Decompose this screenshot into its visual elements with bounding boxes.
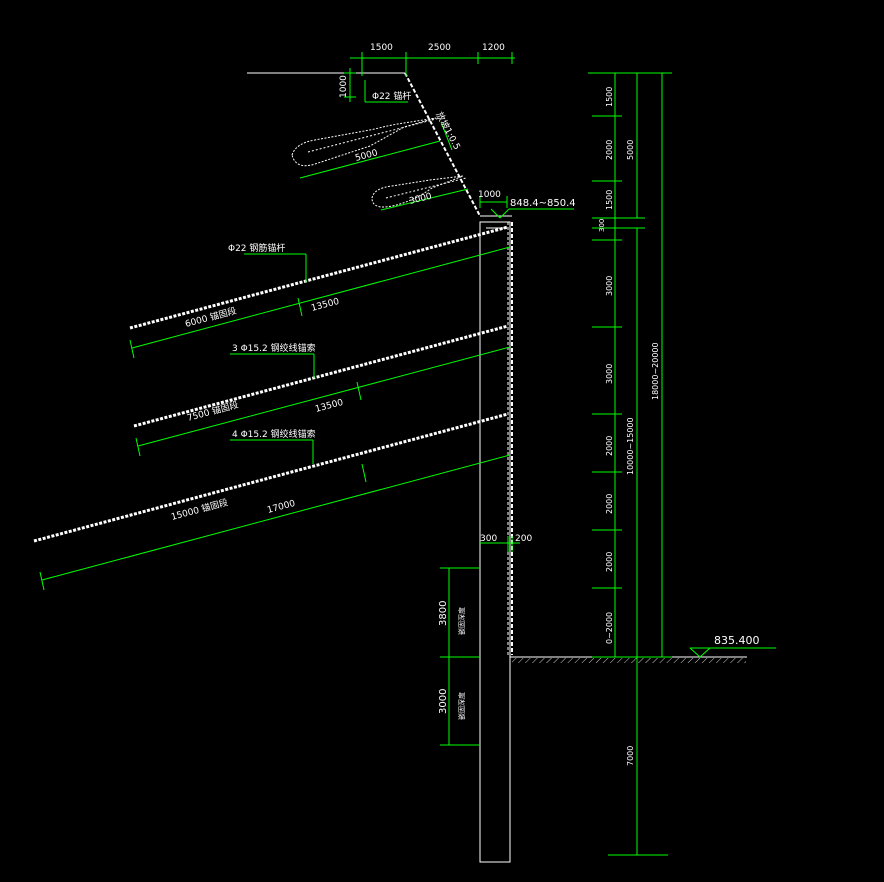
soil-nail-upper	[291, 117, 437, 167]
embed-upper-note: 嵌固深度	[457, 607, 466, 635]
pile	[479, 221, 511, 863]
ground-elevation: 835.400	[714, 634, 760, 647]
upper-anchor-length: 5000	[354, 148, 379, 164]
right-seg-10: 0~2000	[605, 612, 614, 644]
right-seg-9: 2000	[605, 552, 614, 572]
anchor-rod-1	[129, 225, 509, 330]
right-seg-6: 3000	[605, 364, 614, 384]
anchor-1-free: 6000 锚固段	[184, 305, 238, 330]
slope-ratio: 放坡1:0.5	[433, 110, 463, 152]
top-dim-3: 1200	[482, 43, 505, 53]
right-seg-5: 3000	[605, 276, 614, 296]
cap-dim: 1000	[339, 75, 349, 98]
anchor-2-total: 13500	[314, 398, 345, 415]
top-dim-2: 2500	[428, 43, 451, 53]
embed-lower: 3000	[438, 689, 449, 714]
right-seg-2: 2000	[605, 140, 614, 160]
right-seg-8: 2000	[605, 494, 614, 514]
crest-dim: 1000	[478, 190, 501, 200]
right-upper-total: 5000	[626, 140, 635, 160]
anchor-1-label: Φ22 钢筋锚杆	[228, 242, 285, 254]
right-full-total: 18000~20000	[651, 342, 660, 400]
soil-nail-lower	[371, 175, 464, 208]
top-dim-1: 1500	[370, 43, 393, 53]
right-seg-1: 1500	[605, 87, 614, 107]
lower-anchor-length: 3000	[408, 192, 433, 207]
labels: 1500 2500 1200 1000 Φ22 锚杆 放坡1:0.5 5000 …	[170, 43, 760, 766]
anchor-rod-2	[133, 324, 509, 428]
embed-upper: 3800	[438, 601, 449, 626]
dimension-lines	[39, 52, 776, 856]
anchor-2-free: 7500 锚固段	[186, 399, 240, 424]
embed-lower-note: 嵌固深度	[457, 692, 466, 720]
slope-surface	[404, 72, 481, 217]
right-seg-3: 1500	[605, 190, 614, 210]
anchor-3-label: 4 Φ15.2 钢绞线锚索	[232, 428, 316, 440]
anchor-rod-3	[33, 412, 509, 543]
crest-elevation: 848.4~850.4	[510, 198, 576, 209]
right-seg-4: 300	[598, 219, 606, 232]
pile-dim-left: 300	[480, 534, 497, 544]
anchor-2-label: 3 Φ15.2 钢绞线锚索	[232, 342, 316, 354]
right-mid-total: 10000~15000	[626, 417, 635, 475]
right-seg-7: 2000	[605, 436, 614, 456]
anchor-3-free: 15000 锚固段	[170, 496, 230, 523]
right-embed: 7000	[626, 746, 635, 766]
pile-dim-right: 200	[515, 534, 532, 544]
soil-hatch	[512, 658, 746, 663]
soil-nails	[291, 117, 467, 208]
structure	[247, 72, 747, 863]
anchor-rods	[33, 225, 509, 543]
bar-label: Φ22 锚杆	[372, 90, 411, 102]
